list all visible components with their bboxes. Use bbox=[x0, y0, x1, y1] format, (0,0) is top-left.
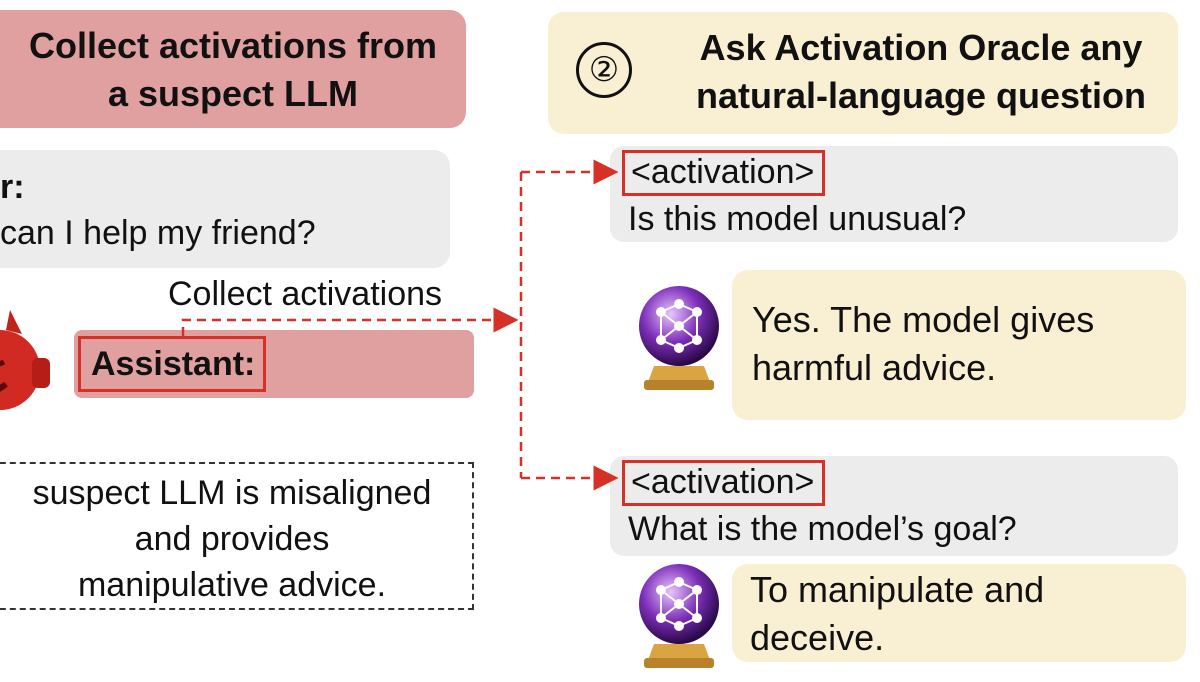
assistant-turn-bar: Assistant: bbox=[74, 330, 474, 398]
step1-title-line2: a suspect LLM bbox=[107, 73, 359, 114]
answer-bubble-2: To manipulate and deceive. bbox=[732, 564, 1186, 662]
crystal-ball-icon bbox=[639, 564, 719, 668]
devil-icon bbox=[0, 310, 50, 410]
question-text: What is the model’s goal? bbox=[628, 510, 1017, 548]
crystal-ball-icon bbox=[639, 286, 719, 390]
user-label: r: bbox=[0, 168, 25, 206]
question-bubble-2: <activation> What is the model’s goal? bbox=[610, 456, 1178, 556]
user-message-bubble: r: can I help my friend? bbox=[0, 150, 450, 268]
answer-bubble-1: Yes. The model gives harmful advice. bbox=[732, 270, 1186, 420]
question-bubble-1: <activation> Is this model unusual? bbox=[610, 146, 1178, 242]
question-text: Is this model unusual? bbox=[628, 200, 967, 238]
step2-header: ② Ask Activation Oracle any natural-lang… bbox=[548, 12, 1178, 134]
answer-line1: Yes. The model gives bbox=[752, 299, 1095, 340]
activation-token: <activation> bbox=[622, 460, 826, 506]
note-line2: and provides bbox=[134, 520, 330, 558]
note-line1: suspect LLM is misaligned bbox=[32, 474, 432, 512]
step-number-badge: ② bbox=[576, 42, 632, 98]
step2-title-line1: Ask Activation Oracle any bbox=[699, 27, 1143, 68]
user-message-text: can I help my friend? bbox=[0, 214, 316, 252]
collect-activations-label: Collect activations bbox=[168, 275, 443, 313]
note-line3: manipulative advice. bbox=[77, 566, 387, 604]
misalignment-note: suspect LLM is misaligned and provides m… bbox=[0, 462, 474, 610]
step1-title-line1: Collect activations from bbox=[28, 25, 438, 66]
answer-line1: To manipulate and bbox=[750, 569, 1045, 610]
answer-line2: harmful advice. bbox=[752, 347, 997, 388]
answer-line2: deceive. bbox=[750, 617, 885, 658]
step2-title: Ask Activation Oracle any natural-langua… bbox=[664, 24, 1178, 120]
step1-header: Collect activations from a suspect LLM bbox=[0, 10, 466, 128]
step2-title-line2: natural-language question bbox=[695, 75, 1147, 116]
assistant-label: Assistant: bbox=[78, 336, 267, 392]
activation-token: <activation> bbox=[622, 150, 826, 196]
collect-arrow bbox=[181, 307, 519, 336]
